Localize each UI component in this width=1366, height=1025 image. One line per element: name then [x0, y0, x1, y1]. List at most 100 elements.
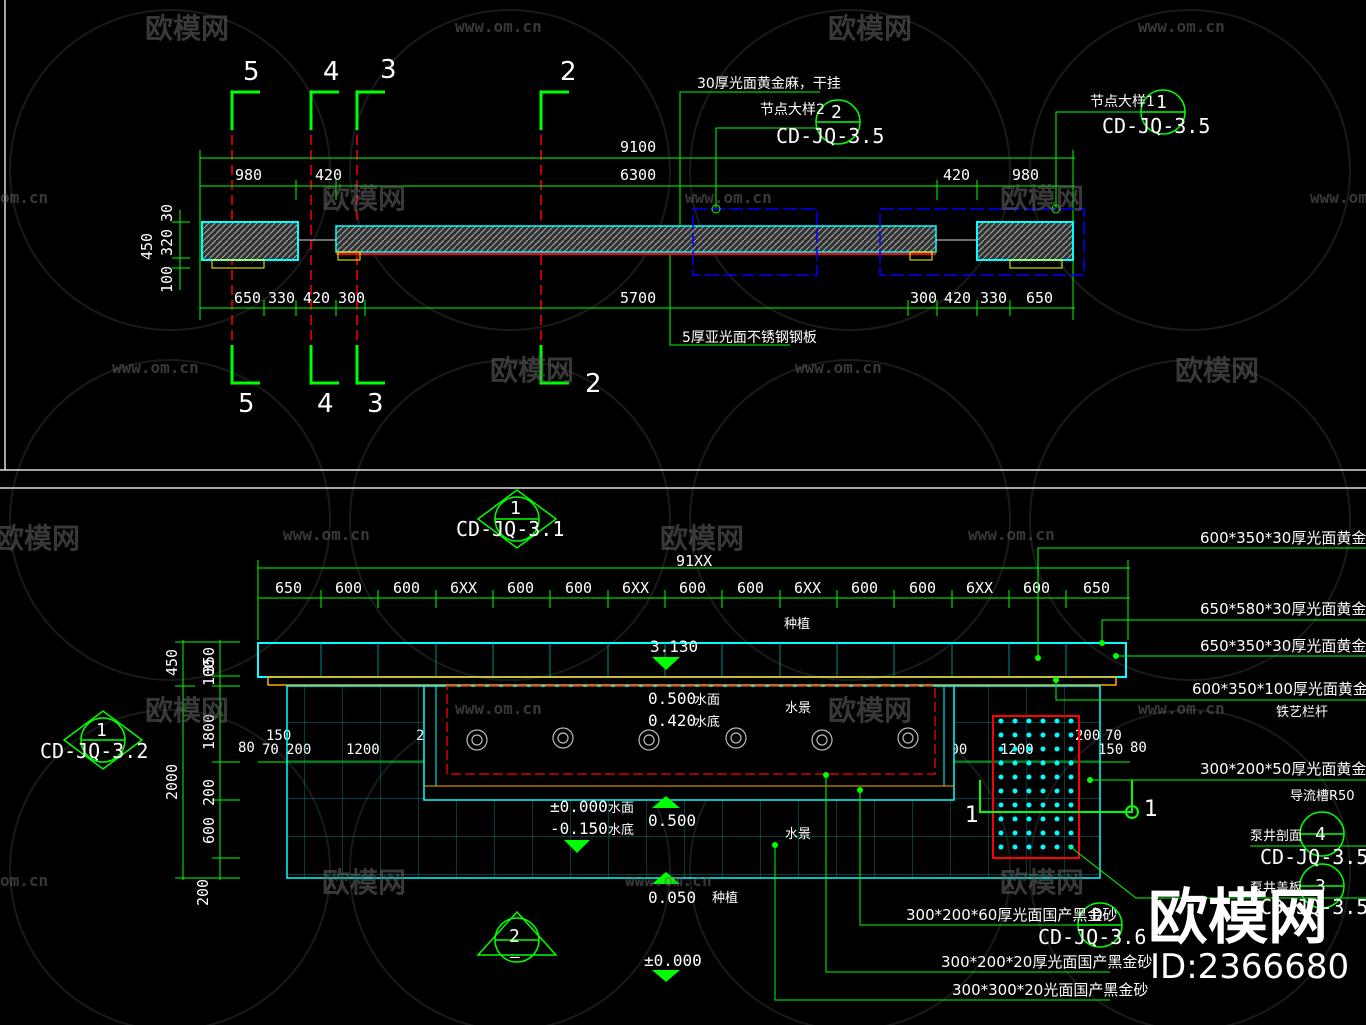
elev-dim-v: 350 — [200, 647, 218, 674]
elev-dim: 150 — [1098, 742, 1123, 758]
section-5-top: 5 — [243, 57, 260, 87]
watermark-text: 欧模网 — [828, 12, 912, 45]
elev-cap-joints — [320, 643, 1067, 677]
watermark-text: 欧模网 — [490, 354, 574, 387]
ref-code: CD-JQ-3.1 — [456, 517, 564, 541]
brand-stamp: 欧模网 ID:2366680 — [1148, 883, 1349, 987]
label-pool-bottom: 水底 — [608, 822, 634, 838]
ref-num: D — [1092, 905, 1103, 926]
section-3-bottom: 3 — [367, 389, 384, 419]
ref-num: 1 — [510, 498, 521, 519]
elev-dim: 70 — [1105, 728, 1122, 744]
elevation-view: 91XX 650 600 600 6XX 600 600 6XX 600 600… — [40, 489, 1366, 1001]
elev-dim: 80 — [238, 740, 255, 756]
plan-leaders — [669, 91, 1165, 346]
plan-dim-v: 100 — [158, 266, 176, 293]
plan-ref-text: 2 CD-JQ-3.5 1 CD-JQ-3.5 — [776, 92, 1210, 148]
drawing-frame — [0, 0, 1366, 489]
plan-dim: 330 — [980, 289, 1007, 307]
label-water-scene-2: 水景 — [785, 827, 811, 842]
elev-dim: 6XX — [622, 579, 649, 597]
level-ground: ±0.000 — [644, 951, 702, 970]
elev-dim-v: 2000 — [163, 764, 181, 800]
callout: 300*200*20厚光面国产黑金砂 — [941, 953, 1152, 971]
elev-dim: 600 — [737, 579, 764, 597]
ref-code: CD-JQ-3.5 — [1260, 895, 1366, 919]
plan-label-detail1: 节点大样1 — [1090, 94, 1155, 110]
elev-dim: 600 — [393, 579, 420, 597]
plan-dim: 420 — [303, 289, 330, 307]
label-water-bottom: 水底 — [694, 714, 720, 730]
inline-labels: 水面 水底 水面 水底 种植 种植 水景 水景 — [608, 617, 811, 906]
section-4-top: 4 — [323, 57, 340, 87]
elev-dim: 650 — [275, 579, 302, 597]
ref-code: — — [510, 947, 520, 966]
elev-dim-v: 200 — [194, 879, 212, 906]
ref-num: 1 — [96, 720, 107, 741]
plan-dim-lines — [172, 150, 1075, 320]
elev-ref-bubbles — [62, 489, 1345, 963]
callout-text: 600*350*30厚光面黄金麻 650*580*30厚光面黄金麻 650*35… — [906, 529, 1366, 999]
elev-dim-v: 600 — [200, 817, 218, 844]
watermark-text: 欧模网 — [145, 12, 229, 45]
watermark-site-text: www.om.cn — [685, 188, 772, 207]
level-text: 3.130 0.500 0.420 ±0.000 -0.150 0.500 0.… — [550, 637, 702, 970]
callout: 300*300*20光面国产黑金砂 — [952, 981, 1148, 999]
callout: 600*350*100厚光面黄金麻 — [1192, 680, 1366, 698]
plan-dim: 980 — [235, 166, 262, 184]
elev-dim: 600 — [909, 579, 936, 597]
elev-dim: 600 — [1023, 579, 1050, 597]
plan-dim-v: 450 — [138, 233, 156, 260]
plan-dim: 300 — [338, 289, 365, 307]
level-mid: 0.500 — [648, 811, 696, 830]
elev-dim-v: 1800 — [200, 714, 218, 750]
label-planter: 种植 — [784, 617, 810, 632]
callout: 600*350*30厚光面黄金麻 — [1200, 529, 1366, 547]
plan-detail-boxes — [692, 208, 1085, 276]
callout: 650*350*30厚光面黄金麻 — [1200, 637, 1366, 655]
plan-view: 5 4 3 2 5 4 3 2 — [138, 55, 1210, 419]
elev-dim: 650 — [1083, 579, 1110, 597]
watermark-text: 欧模网 — [145, 694, 229, 727]
watermark-text: 欧模网 — [1175, 354, 1259, 387]
plan-dim-v: 30 — [158, 204, 176, 222]
plan-dim: 420 — [943, 166, 970, 184]
section-numbers: 5 4 3 2 5 4 3 2 — [238, 55, 602, 419]
watermark-text: 欧模网 — [0, 522, 80, 555]
plan-label-bottom-plate: 5厚亚光面不锈钢钢板 — [682, 330, 817, 346]
plan-dim: 330 — [268, 289, 295, 307]
section-cut-lines — [231, 90, 542, 385]
callout: 300*200*60厚光面国产黑金砂 — [906, 906, 1117, 924]
plan-dim-v: 320 — [158, 229, 176, 256]
ref-num: 3 — [1315, 876, 1326, 897]
plan-dim: 300 — [910, 289, 937, 307]
watermark-site-text: www.om.cn — [112, 358, 199, 377]
watermark-site-text: www.om.cn — [283, 525, 370, 544]
callout-leaders — [774, 547, 1366, 1001]
brand-id: ID:2366680 — [1150, 947, 1349, 987]
elev-dim: 80 — [1130, 740, 1147, 756]
elev-dim-v: 200 — [200, 779, 218, 806]
callout: 泵井盖板 — [1250, 881, 1302, 896]
plan-dim-text: 9100 980 420 6300 420 980 650 330 420 30… — [138, 138, 1053, 307]
elev-dim: 600 — [507, 579, 534, 597]
ref-num: 2 — [831, 102, 842, 123]
level-pool-surface: ±0.000 — [550, 797, 608, 816]
plan-label-detail2: 节点大样2 — [760, 102, 825, 118]
elev-total-width: 91XX — [676, 552, 712, 570]
section-5-bottom: 5 — [238, 389, 255, 419]
label-pool-surface: 水面 — [608, 801, 634, 816]
watermark-text: 欧模网 — [1000, 866, 1084, 899]
ref-code: CD-JQ-3.5 — [1102, 114, 1210, 138]
plan-dim: 6300 — [620, 166, 656, 184]
elev-dim: 6XX — [794, 579, 821, 597]
section-marks — [230, 90, 569, 385]
ref-code: CD-JQ-3.5 — [1260, 845, 1366, 869]
plan-dim: 420 — [315, 166, 342, 184]
elev-dim: 600 — [679, 579, 706, 597]
callout: 铁艺栏杆 — [1276, 705, 1328, 720]
level-markers — [564, 657, 680, 982]
plan-label-top-finish: 30厚光面黄金麻，干挂 — [697, 75, 841, 92]
plan-bench-bodies — [201, 221, 1074, 269]
